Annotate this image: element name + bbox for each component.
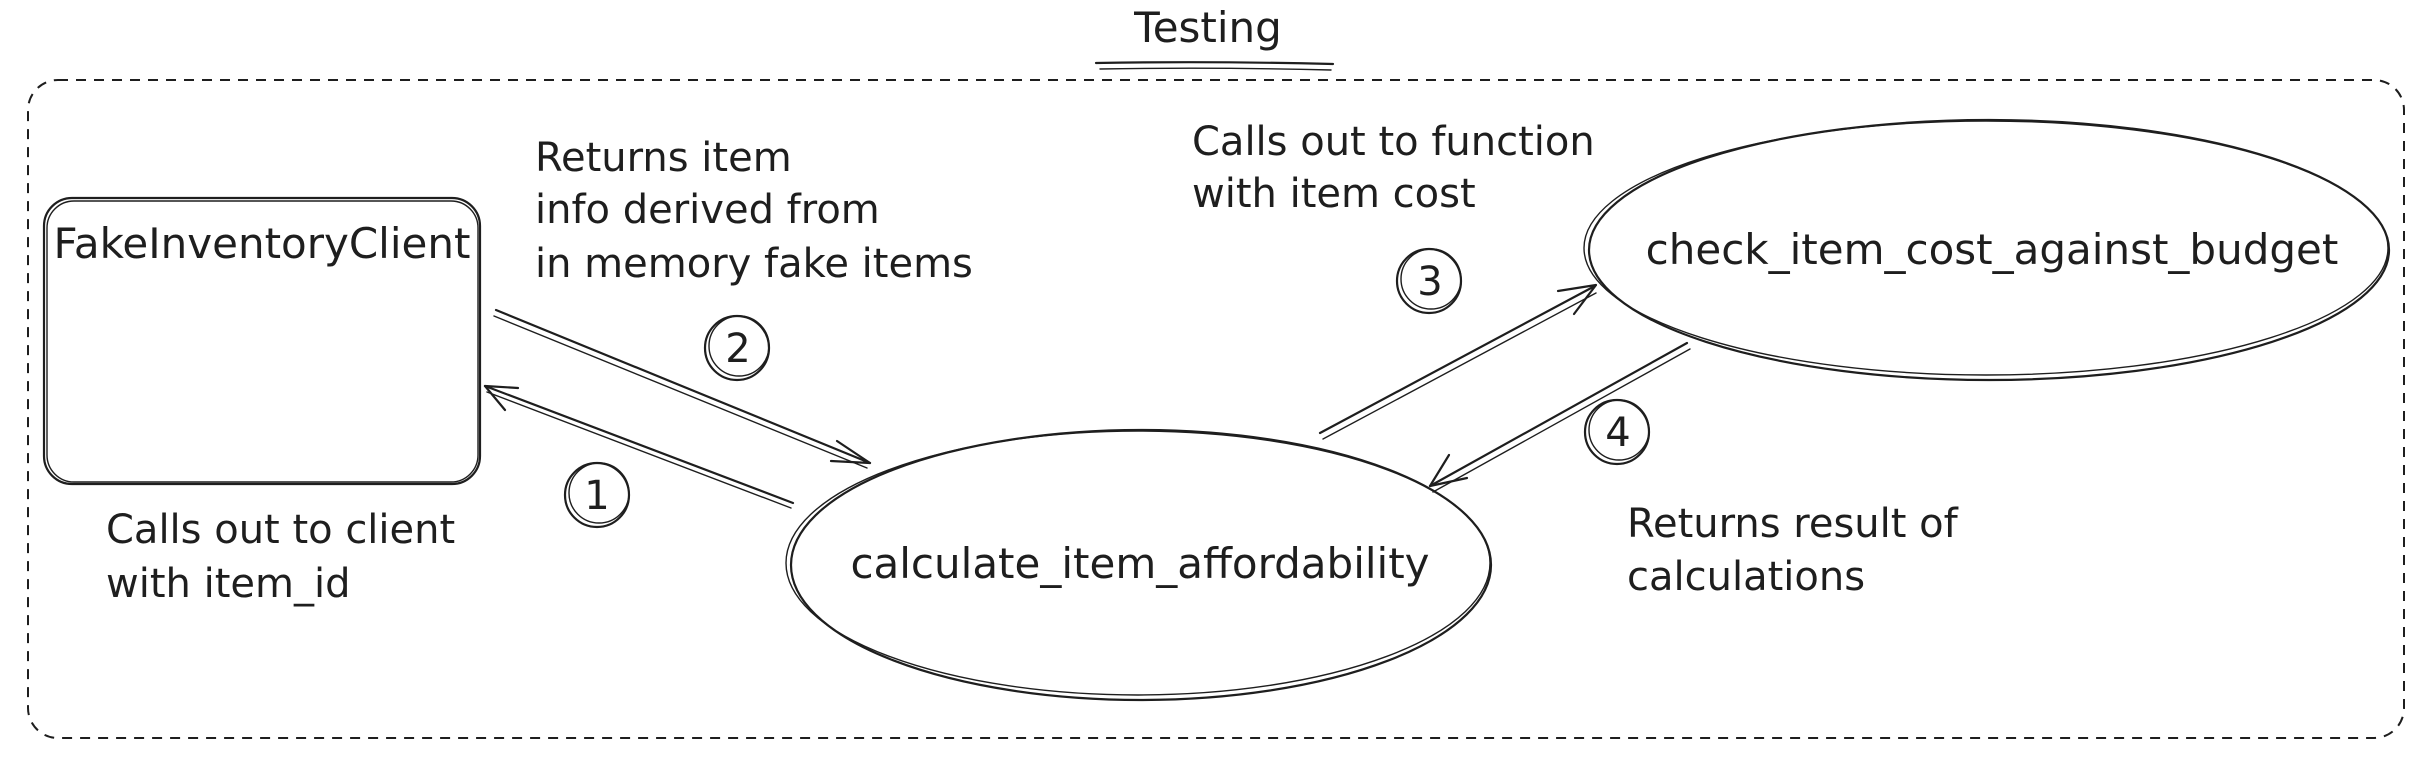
svg-text:1: 1 (584, 473, 609, 519)
svg-text:2: 2 (725, 326, 750, 372)
fake-inventory-client-label: FakeInventoryClient (54, 219, 471, 268)
fake-inventory-client-node[interactable]: FakeInventoryClient (42, 196, 482, 486)
step-marker-1: 1 (563, 461, 631, 529)
calculate-item-affordability-node[interactable]: calculate_item_affordability (785, 428, 1493, 702)
calculate-item-affordability-label: calculate_item_affordability (850, 539, 1429, 588)
svg-text:3: 3 (1417, 259, 1442, 305)
note-calls-out-to-client: Calls out to client with item_id (106, 507, 455, 607)
step-marker-3: 3 (1395, 247, 1463, 315)
check-item-cost-against-budget-node[interactable]: check_item_cost_against_budget (1583, 118, 2391, 382)
svg-text:with item_id: with item_id (106, 561, 350, 607)
svg-text:Calls out to function: Calls out to function (1192, 119, 1595, 165)
diagram-title: Testing (1133, 3, 1282, 52)
testing-boundary (27, 79, 2405, 739)
step-marker-4: 4 (1583, 398, 1651, 466)
note-calls-out-to-function: Calls out to function with item cost (1192, 119, 1595, 217)
step-marker-2: 2 (703, 314, 771, 382)
arrow-calls-client (483, 384, 795, 509)
svg-text:Returns item: Returns item (535, 135, 792, 181)
check-item-cost-against-budget-label: check_item_cost_against_budget (1646, 225, 2339, 274)
arrow-returns-item (493, 308, 872, 469)
arrow-returns-result (1428, 341, 1691, 493)
svg-text:Calls out to client: Calls out to client (106, 507, 455, 553)
title-underline (1094, 61, 1335, 71)
svg-text:with item cost: with item cost (1192, 171, 1476, 217)
svg-text:4: 4 (1605, 410, 1630, 456)
svg-text:info derived from: info derived from (535, 187, 880, 233)
svg-text:in memory fake items: in memory fake items (535, 241, 973, 287)
svg-text:Returns result of: Returns result of (1627, 501, 1959, 547)
svg-text:calculations: calculations (1627, 554, 1865, 600)
note-returns-item-info: Returns item info derived from in memory… (535, 135, 973, 287)
arrow-calls-function (1318, 283, 1598, 440)
note-returns-result: Returns result of calculations (1627, 501, 1959, 600)
